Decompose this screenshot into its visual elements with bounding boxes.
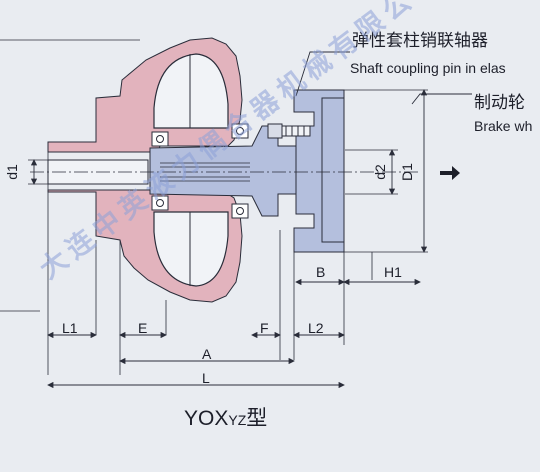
dim-d2: d2 (371, 164, 388, 180)
model-designation: YOXYZ型 (184, 402, 267, 432)
dim-L2: L2 (308, 320, 324, 336)
annotation-pin-cn: 弹性套柱销联轴器 (352, 31, 488, 51)
dim-d1: d1 (3, 164, 20, 180)
annotation-pin-en: Shaft coupling pin in elas (350, 60, 506, 76)
bearing-set (151, 123, 249, 219)
brake-wheel (293, 89, 345, 253)
model-sub: YZ (228, 412, 247, 428)
dim-L1: L1 (62, 320, 78, 336)
dim-L: L (202, 370, 210, 386)
dim-F: F (260, 320, 269, 336)
coupling-pin (267, 123, 311, 139)
annotation-brake-cn: 制动轮 (474, 93, 525, 113)
dim-H1: H1 (384, 264, 402, 280)
annotation-brake-en: Brake wh (474, 118, 533, 134)
working-chamber-upper (153, 53, 229, 129)
dimension-lines (30, 89, 428, 389)
dim-A: A (202, 346, 212, 362)
model-suffix: 型 (246, 406, 268, 430)
shaft-hatching (160, 162, 250, 182)
dim-E: E (138, 320, 148, 336)
working-chamber-lower (153, 211, 229, 287)
dim-D1-upper: D1 (398, 163, 415, 181)
model-main: YOX (184, 407, 229, 430)
direction-arrow-icon (440, 166, 460, 180)
leader-lines (295, 51, 472, 105)
dim-B: B (316, 264, 326, 280)
